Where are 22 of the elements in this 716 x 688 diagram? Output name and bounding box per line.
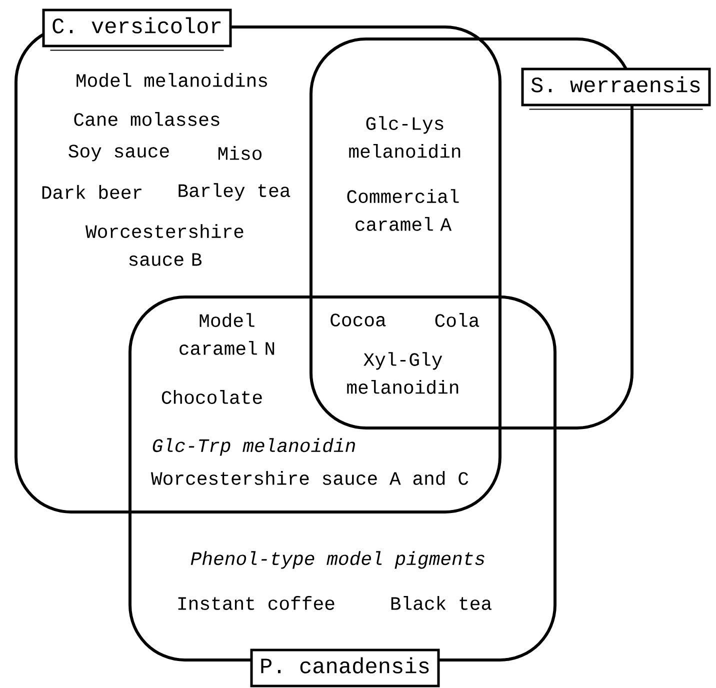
item-label: Commercial caramel A (347, 189, 459, 231)
item-label: Cola (435, 313, 480, 327)
item-label: Miso (218, 146, 262, 160)
item-label: Instant coffee (178, 596, 334, 610)
item-label: Black tea (391, 596, 492, 610)
item-label: Chocolate (162, 390, 262, 404)
item-label: Worcestershire sauce B (86, 224, 244, 266)
item-label: Phenol-type model pigments (190, 551, 484, 569)
item-label: Xyl-Gly melanoidin (347, 352, 458, 394)
item-label: Barley tea (178, 183, 290, 201)
item-label: Model caramel N (180, 313, 274, 355)
item-label: Worcestershire sauce A and C (150, 471, 468, 485)
item-label: Cane molasses (74, 112, 220, 126)
item-label: Model melanoidins (76, 73, 267, 87)
item-label: Glc-Trp melanoidin (152, 438, 355, 456)
set-label-box: P. canadensis (250, 648, 440, 688)
item-label: Cocoa (330, 314, 386, 326)
item-label: Dark beer (42, 185, 142, 199)
set-label-box: S. werraensis (521, 68, 711, 110)
set-label-box: C. versicolor (42, 8, 232, 51)
item-label: Soy sauce (68, 144, 169, 162)
item-label: Glc-Lys melanoidin (349, 116, 460, 158)
